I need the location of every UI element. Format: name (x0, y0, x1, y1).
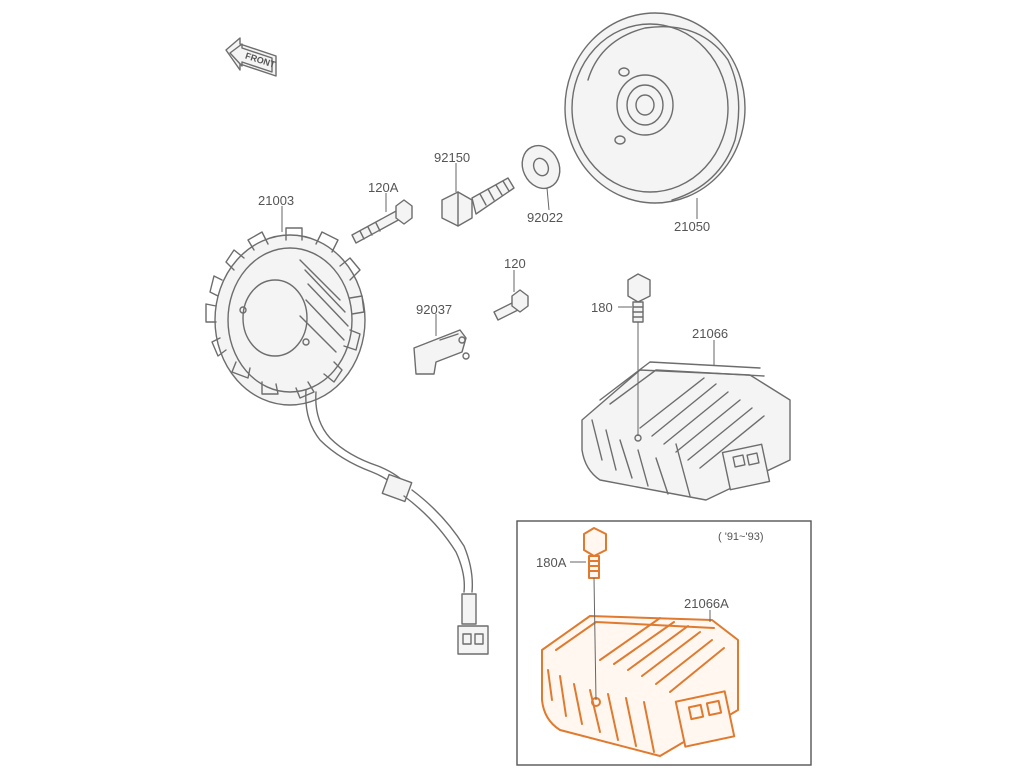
label-92022: 92022 (527, 210, 563, 225)
label-180A: 180A (536, 555, 567, 570)
bolt-120A (351, 199, 413, 244)
leader-180A-regulator (593, 577, 597, 701)
regulator-21066 (581, 361, 791, 501)
label-180: 180 (591, 300, 613, 315)
bolt-120 (493, 289, 529, 321)
bracket-92037 (413, 329, 470, 375)
flywheel-rotor (564, 12, 746, 204)
label-92150: 92150 (434, 150, 470, 165)
bolt-180A (583, 527, 607, 579)
label-92037: 92037 (416, 302, 452, 317)
label-21050: 21050 (674, 219, 710, 234)
inset-title: ( '91~'93) (718, 531, 763, 543)
front-arrow-icon: FRONT (225, 37, 277, 77)
stator-21003 (205, 227, 366, 406)
leader-92022 (546, 187, 550, 211)
label-120A: 120A (368, 180, 399, 195)
washer-92022 (521, 144, 561, 190)
inset-box (516, 520, 812, 766)
bolt-92150 (441, 177, 515, 227)
bolt-180 (627, 273, 651, 323)
label-21066: 21066 (692, 326, 728, 341)
regulator-21066A (541, 615, 739, 757)
stator-wire-harness (305, 389, 489, 655)
label-21003: 21003 (258, 193, 294, 208)
label-120: 120 (504, 256, 526, 271)
label-21066A: 21066A (684, 596, 729, 611)
